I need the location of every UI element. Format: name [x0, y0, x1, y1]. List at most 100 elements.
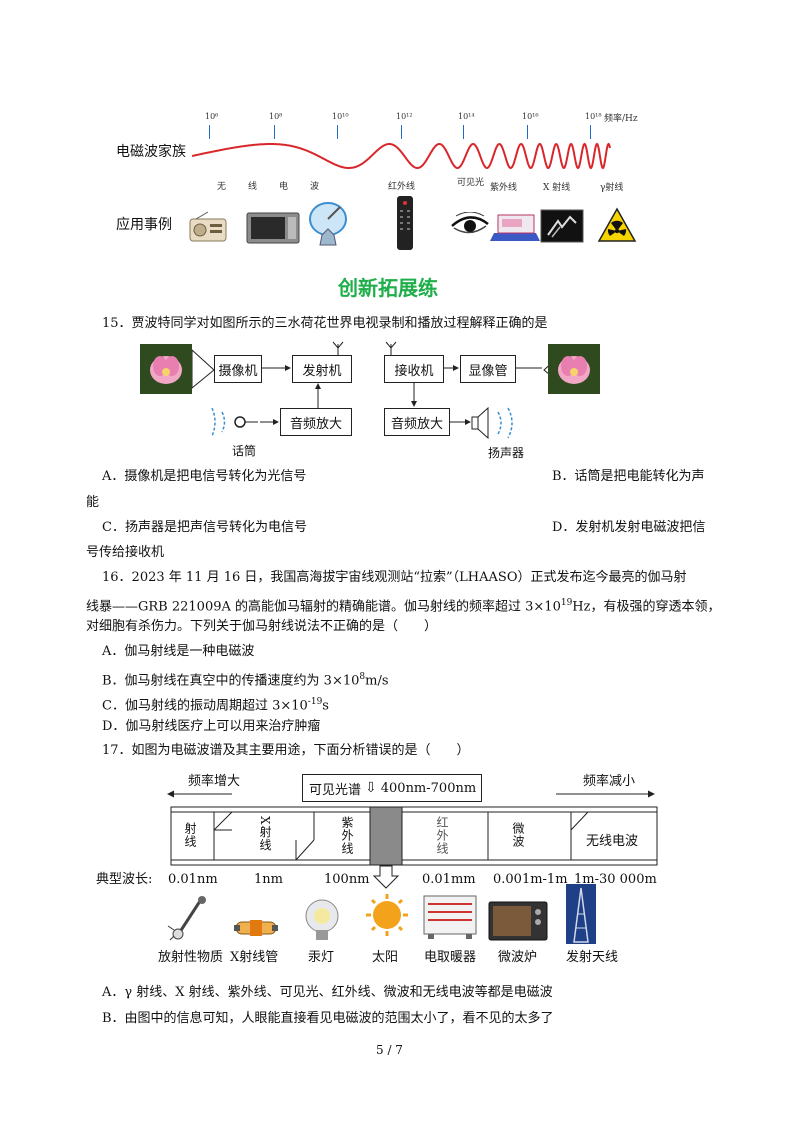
transmitting-antenna-icon — [566, 884, 596, 944]
band-label: 波 — [310, 182, 320, 192]
q16-line-2: 线暴——GRB 221009A 的高能伽马辐射的精确能谱。伽马射线的频率超过 3… — [86, 593, 720, 617]
q15-option-c: C．扬声器是把声信号转化为电信号 — [102, 520, 307, 535]
freq-unit-label: 频率/Hz — [604, 114, 638, 124]
q16-option-c-sup: -19 — [307, 697, 323, 707]
source-label: 太阳 — [372, 950, 399, 965]
band-label: X 射线 — [543, 183, 571, 193]
visible-down-arrow-icon: ⇩ — [365, 780, 377, 796]
eye-icon — [451, 212, 489, 234]
transmitter-block: 发射机 — [292, 355, 352, 383]
microwave-icon — [488, 901, 548, 941]
tick-label: 10¹⁶ — [522, 112, 539, 121]
tick-mark — [463, 125, 464, 139]
tick-label: 10¹⁸ — [585, 112, 602, 121]
tick-mark — [274, 125, 275, 139]
microphone-icon — [211, 407, 258, 437]
wavelength-value: 0.01mm — [422, 872, 476, 887]
sun-icon — [366, 894, 408, 936]
q16-option-b-sup: 8 — [359, 672, 366, 682]
radio-icon — [189, 211, 227, 242]
q15-option-a: A．摄像机是把电信号转化为光信号 — [102, 469, 307, 484]
lotus-photo-right-full — [548, 344, 600, 394]
q15-stem: 15．贾波特同学对如图所示的三水荷花世界电视录制和播放过程解释正确的是 — [102, 316, 548, 331]
xray-film-icon — [540, 209, 584, 243]
radioactive-material-icon — [167, 896, 206, 941]
spectrum-family-label: 电磁波家族 — [116, 144, 186, 160]
tick-label: 10¹⁴ — [458, 112, 475, 121]
tick-mark — [527, 125, 528, 139]
q15-option-b: B．话筒是把电能转化为声 — [552, 469, 705, 484]
microwave-oven-icon — [246, 212, 300, 244]
receiver-block: 接收机 — [384, 355, 444, 383]
cell-x-rays: X射线 — [258, 816, 272, 852]
band-label: 紫外线 — [490, 183, 518, 193]
spectrum-table-lines — [167, 790, 658, 889]
tick-label: 10⁶ — [205, 112, 219, 121]
q16-line-2b: Hz，有极强的穿透本领， — [572, 599, 721, 615]
visible-spectrum-box: 可见光谱 ⇩ 400nm-700nm — [302, 774, 482, 802]
tick-label: 10¹⁰ — [332, 112, 349, 121]
tick-mark — [590, 125, 591, 139]
band-label: 电 — [279, 182, 289, 192]
cell-infrared: 红外线 — [435, 816, 449, 855]
em-spectrum-table: 频率增大 频率减小 可见光谱 ⇩ 400nm-700nm 射线 X射线 紫外线 … — [96, 766, 676, 966]
q15-option-d-cont: 号传给接收机 — [86, 545, 165, 560]
wavelength-value: 100nm — [324, 872, 370, 887]
q16-line-3: 对细胞有杀伤力。下列关于伽马射线说法不正确的是（ ） — [86, 619, 438, 634]
source-label: X射线管 — [230, 950, 279, 965]
q16-option-a: A．伽马射线是一种电磁波 — [102, 644, 255, 659]
q17-option-a: A．γ 射线、X 射线、紫外线、可见光、红外线、微波和无线电波等都是电磁波 — [102, 985, 553, 1000]
wavelength-value: 1m-30 000m — [574, 872, 657, 887]
tick-label: 10¹² — [396, 112, 413, 121]
typical-wavelength-label: 典型波长: — [96, 872, 153, 887]
visible-spectrum-range: 400nm-700nm — [380, 780, 477, 796]
cell-radio-waves: 无线电波 — [586, 834, 639, 849]
band-label: γ射线 — [600, 183, 624, 193]
q15-option-b-cont: 能 — [86, 495, 100, 510]
q17-stem: 17．如图为电磁波谱及其主要用途，下面分析错误的是（ ） — [102, 743, 470, 758]
source-label: 微波炉 — [498, 950, 538, 965]
electric-heater-icon — [423, 895, 477, 939]
wavelength-value: 1nm — [254, 872, 283, 887]
tv-broadcast-diagram: 摄像机 发射机 音频放大 话筒 接收机 显像管 音频放大 扬声器 — [138, 338, 578, 464]
tick-mark — [209, 125, 210, 139]
cell-ultraviolet: 紫外线 — [340, 816, 354, 855]
section-title: 创新拓展练 — [338, 276, 438, 300]
q16-line-2-sup: 19 — [560, 598, 573, 608]
wavelength-value: 0.001m-1m — [493, 872, 568, 887]
source-label: 发射天线 — [566, 950, 619, 965]
band-label: 无 — [217, 182, 227, 192]
mercury-lamp-icon — [305, 899, 339, 940]
speaker-label: 扬声器 — [488, 446, 525, 460]
q16-option-c-unit: s — [322, 698, 329, 714]
banknote-detector-icon — [490, 214, 540, 241]
band-label: 线 — [248, 182, 258, 192]
block-diagram-connectors — [191, 341, 567, 425]
wavelength-value: 0.01nm — [168, 872, 218, 887]
freq-increase-label: 频率增大 — [188, 774, 241, 789]
display-tube-block: 显像管 — [460, 355, 516, 383]
cell-microwave: 微波 — [511, 822, 525, 848]
q17-option-b: B．由图中的信息可知，人眼能直接看见电磁波的范围太小了，看不见的太多了 — [102, 1011, 554, 1026]
q16-option-c: C．伽马射线的振动周期超过 3×10-19s — [102, 692, 329, 716]
tick-mark — [337, 125, 338, 139]
audio-amp-left-block: 音频放大 — [280, 408, 352, 436]
q16-option-b-text: B．伽马射线在真空中的传播速度约为 3×10 — [102, 673, 360, 689]
q16-option-d: D．伽马射线医疗上可以用来治疗肿瘤 — [102, 719, 321, 734]
microphone-label: 话筒 — [232, 444, 257, 458]
radiation-icon — [597, 207, 637, 242]
q16-option-c-text: C．伽马射线的振动周期超过 3×10 — [102, 698, 308, 714]
q16-option-b: B．伽马射线在真空中的传播速度约为 3×108m/s — [102, 667, 389, 691]
page-number: 5 / 7 — [376, 1043, 403, 1057]
q16-line-2a: 线暴——GRB 221009A 的高能伽马辐射的精确能谱。伽马射线的频率超过 3… — [86, 599, 561, 615]
cell-gamma-rays: 射线 — [183, 822, 197, 848]
source-label: 放射性物质 — [158, 950, 224, 965]
q15-option-d: D．发射机发射电磁波把信 — [552, 520, 706, 535]
remote-control-icon — [397, 196, 413, 250]
source-label: 汞灯 — [308, 950, 335, 965]
satellite-dish-icon — [309, 202, 347, 246]
q16-option-b-unit: m/s — [365, 673, 389, 689]
camera-block: 摄像机 — [214, 355, 262, 383]
tick-label: 10⁸ — [269, 112, 283, 121]
band-label: 红外线 — [388, 182, 416, 192]
